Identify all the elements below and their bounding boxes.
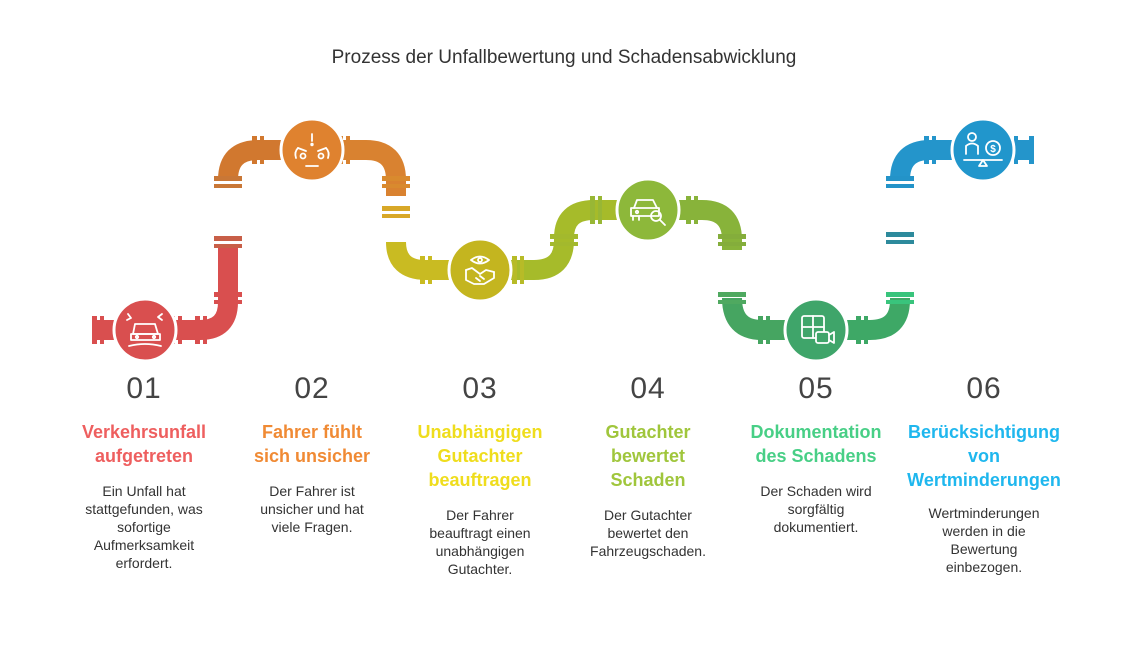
step-heading-line: sich unsicher [253,446,371,466]
step-heading: Dokumentation des Schadens [736,420,896,468]
step-description-line: Ein Unfall hat [102,483,186,499]
step-description-line: bewertet den [607,525,689,541]
step-description-line: Der Fahrer ist [269,483,355,499]
step-description-line: Der Fahrer [446,507,514,523]
step-heading-line: aufgetreten [94,446,193,466]
step-description-line: einbezogen. [945,559,1023,575]
step-heading-line: Gutachter [605,422,691,442]
step-description-line: Aufmerksamkeit [93,537,195,553]
step-description-line: stattgefunden, was [85,501,203,517]
diagram-title: Prozess der Unfallbewertung und Schadens… [331,47,797,68]
step-number: 05 [798,372,834,405]
step-description-line: unabhängigen [435,543,525,559]
step-heading-line: Schaden [610,470,686,490]
step-node-01 [112,297,178,363]
media-documentation-icon [801,315,835,344]
step-node-04 [615,177,681,243]
car-inspection-icon [630,199,666,226]
worried-face-icon [294,133,330,167]
step-description-line: Der Schaden wird [760,483,872,499]
step-heading-line: Gutachter [437,446,523,466]
step-description-line: Gutachter. [447,561,513,577]
step-heading-line: Verkehrsunfall [81,422,207,442]
step-number: 01 [126,372,162,405]
step-node-02 [279,117,345,183]
step-description: Der Schaden wird sorgfältig dokumentiert. [736,482,896,536]
step-heading: Fahrer fühlt sich unsicher [232,420,392,468]
step-heading-line: Dokumentation [750,422,882,442]
step-description-line: beauftragt einen [429,525,531,541]
step-description-line: werden in die [942,523,1026,539]
step-description-line: Fahrzeugschaden. [590,543,706,559]
step-description-line: unsicher und hat [260,501,364,517]
step-heading-line: Fahrer fühlt [261,422,362,442]
step-description-line: dokumentiert. [773,519,859,535]
handshake-icon [465,255,495,285]
step-heading-line: beauftragen [428,470,532,490]
step-description-line: sofortige [117,519,171,535]
step-description-line: Der Gutachter [604,507,692,523]
step-heading: Verkehrsunfall aufgetreten [64,420,224,468]
step-number: 04 [630,372,666,405]
pipe-segment-01 [92,140,300,340]
step-description-line: Wertminderungen [928,505,1040,521]
step-description-line: sorgfältig [787,501,845,517]
step-number: 02 [294,372,330,405]
step-node-05 [783,297,849,363]
car-crash-icon [126,313,163,347]
step-heading-line: bewertet [610,446,686,466]
value-balance-icon: $ [963,132,1003,167]
step-heading-line: von [967,446,1000,466]
step-number: 06 [966,372,1002,405]
step-description: Ein Unfall hat stattgefunden, was sofortig… [64,482,224,572]
step-description-line: erfordert. [115,555,173,571]
step-heading-line: Wertminderungen [907,470,1061,490]
step-node-03 [447,237,513,303]
step-description-line: Bewertung [950,541,1018,557]
step-description: Der Fahrer ist unsicher und hat viele Frag… [232,482,392,536]
svg-text:$: $ [990,144,996,155]
step-heading-line: Unabhängigen [417,422,543,442]
step-node-06: $ [950,117,1016,183]
step-number: 03 [462,372,498,405]
step-heading-line: des Schadens [755,446,877,466]
step-description-line: viele Fragen. [271,519,353,535]
step-heading-line: Berücksichtigung [907,422,1061,442]
